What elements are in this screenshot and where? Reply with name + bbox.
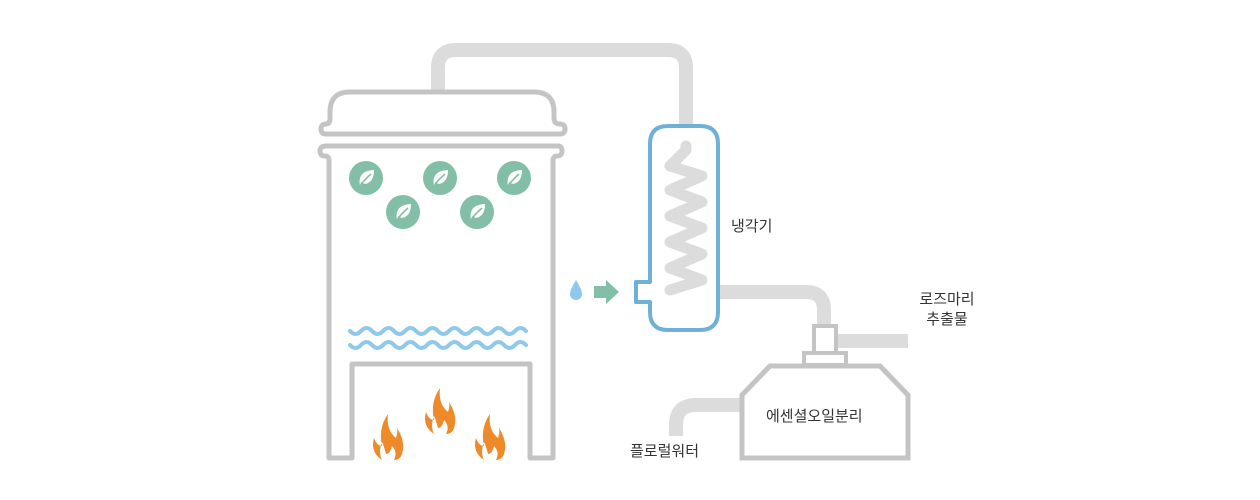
vapor-pipe [431,43,693,126]
water-drop-icon [570,280,582,300]
rosemary-leaves-group [349,161,531,229]
separator-label: 에센셜오일분리 [766,407,863,425]
floral-water-label: 플로럴워터 [630,442,700,460]
flame-icon [475,414,506,460]
separator-body [739,363,911,461]
leaf-icon [497,161,531,195]
flame-icon [373,414,404,460]
boiling-water [348,326,528,350]
heat-source-flames [373,388,506,460]
water-wave-icon [348,326,528,336]
condensate-pipe [718,285,831,328]
rosemary-extract-label-line1: 로즈마리 [919,290,975,308]
rosemary-extract-label-line2: 추출물 [926,310,968,328]
arrow-right-icon [594,280,619,304]
condenser-coil [664,140,708,296]
leaf-icon [349,161,383,195]
floral-water-pipe [669,398,740,436]
water-wave-icon [348,340,528,350]
condenser-label: 냉각기 [731,217,773,235]
separator-neck [812,324,838,356]
separator-cap [802,351,848,367]
pot-lid [318,89,568,137]
rosemary-extract-label: 로즈마리 추출물 [912,289,982,329]
leaf-icon [423,161,457,195]
leaf-icon [386,195,420,229]
pot-body [317,143,565,461]
flame-icon [425,388,456,434]
leaf-icon [460,195,494,229]
extract-output-pipe [834,334,908,348]
